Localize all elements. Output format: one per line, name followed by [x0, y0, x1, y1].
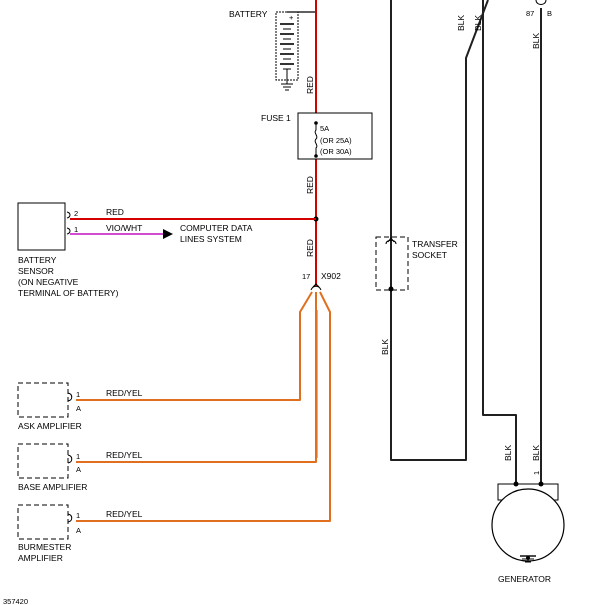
ask-amplifier-box: [17, 382, 69, 418]
relay-terminal: 87 B: [526, 0, 552, 18]
fuse-rating-2: (OR 25A): [320, 136, 352, 145]
battery-cells: [280, 23, 294, 91]
burmester-connector-icon: [67, 513, 73, 523]
blk-label-gen-a: BLK: [503, 445, 513, 461]
sensor-label-2: SENSOR: [18, 266, 54, 276]
battery: + BATTERY: [229, 9, 316, 91]
x902-label: X902: [321, 271, 341, 281]
ground-icon: [520, 555, 536, 563]
x902-connector-icon: [310, 285, 322, 291]
ask-pin: 1: [76, 390, 80, 399]
main-red-wire: RED RED RED: [305, 0, 319, 286]
blk-label-top-b: BLK: [473, 15, 483, 31]
battery-sensor: 2 1 RED VIO/WHT COMPUTER DATA LINES SYST…: [17, 202, 316, 298]
blk-wire-generator-a: [482, 0, 517, 484]
generator: GENERATOR: [491, 481, 565, 584]
fuse-1: FUSE 1 5A (OR 25A) (OR 30A): [261, 112, 373, 160]
wire-label-red-mid: RED: [305, 176, 315, 194]
sensor-pin-2: 2: [74, 209, 78, 218]
black-wires: BLK BLK BLK BLK BLK BLK 1: [380, 0, 542, 484]
sensor-pin-1-connector: [66, 227, 71, 235]
relay-connector-icon: [535, 0, 547, 5]
battery-label: BATTERY: [229, 9, 268, 19]
transfer-socket-icon: [385, 237, 397, 245]
generator-icon: [491, 488, 565, 562]
burmester-amplifier: 1 A RED/YEL BURMESTER AMPLIFIER: [17, 504, 143, 563]
relay-pin-label: 87: [526, 9, 534, 18]
burmester-wire-label: RED/YEL: [106, 509, 143, 519]
blk-label-top-a: BLK: [456, 15, 466, 31]
transfer-socket: TRANSFER SOCKET: [375, 236, 458, 292]
ask-wire-label: RED/YEL: [106, 388, 143, 398]
ask-connector-icon: [67, 392, 73, 402]
sensor-label-1: BATTERY: [18, 255, 57, 265]
document-number: 357420: [3, 597, 28, 605]
transfer-label-1: TRANSFER: [412, 239, 458, 249]
ask-amplifier: 1 A RED/YEL ASK AMPLIFIER: [17, 382, 143, 431]
base-amplifier: 1 A RED/YEL BASE AMPLIFIER: [17, 443, 143, 492]
sensor-wire-red-label: RED: [106, 207, 124, 217]
base-pin: 1: [76, 452, 80, 461]
wire-label-red-top: RED: [305, 76, 315, 94]
sensor-pin-2-connector: [66, 211, 71, 219]
fuse-label: FUSE 1: [261, 113, 291, 123]
base-label: BASE AMPLIFIER: [18, 482, 87, 492]
ask-label: ASK AMPLIFIER: [18, 421, 82, 431]
fuse-element-icon: [314, 123, 318, 156]
x902-connector: 17 X902: [302, 271, 341, 291]
red-yellow-wires: [76, 291, 331, 522]
fuse-box: [297, 112, 373, 160]
computer-data-label-2: LINES SYSTEM: [180, 234, 242, 244]
wire-burmester: [76, 291, 331, 522]
gen-pin-label: 1: [532, 471, 541, 475]
base-wire-label: RED/YEL: [106, 450, 143, 460]
sensor-label-4: TERMINAL OF BATTERY): [18, 288, 119, 298]
x902-pin: 17: [302, 272, 310, 281]
sensor-box: [17, 202, 66, 251]
sensor-wire-vio-label: VIO/WHT: [106, 223, 142, 233]
blk-wire-transfer-loop: [390, 0, 489, 461]
base-connector-icon: [67, 454, 73, 464]
blk-label-left: BLK: [380, 339, 390, 355]
fuse-rating-1: 5A: [320, 124, 329, 133]
blk-label-relay: BLK: [531, 33, 541, 49]
wire-ask: [76, 291, 313, 401]
burmester-label-1: BURMESTER: [18, 542, 71, 552]
base-conn: A: [76, 465, 81, 474]
transfer-label-2: SOCKET: [412, 250, 447, 260]
relay-b-label: B: [547, 9, 552, 18]
wire-label-red-low: RED: [305, 239, 315, 257]
burmester-conn: A: [76, 526, 81, 535]
base-amplifier-box: [17, 443, 69, 479]
burmester-pin: 1: [76, 511, 80, 520]
battery-plus-sign: +: [289, 13, 294, 22]
sensor-pin-1: 1: [74, 225, 78, 234]
burmester-amplifier-box: [17, 504, 69, 540]
sensor-label-3: (ON NEGATIVE: [18, 277, 79, 287]
wire-base: [76, 292, 317, 463]
arrow-right-icon: [163, 229, 173, 239]
ask-conn: A: [76, 404, 81, 413]
blk-label-gen-b: BLK: [531, 445, 541, 461]
burmester-label-2: AMPLIFIER: [18, 553, 63, 563]
computer-data-label-1: COMPUTER DATA: [180, 223, 253, 233]
generator-label: GENERATOR: [498, 574, 551, 584]
fuse-rating-3: (OR 30A): [320, 147, 352, 156]
